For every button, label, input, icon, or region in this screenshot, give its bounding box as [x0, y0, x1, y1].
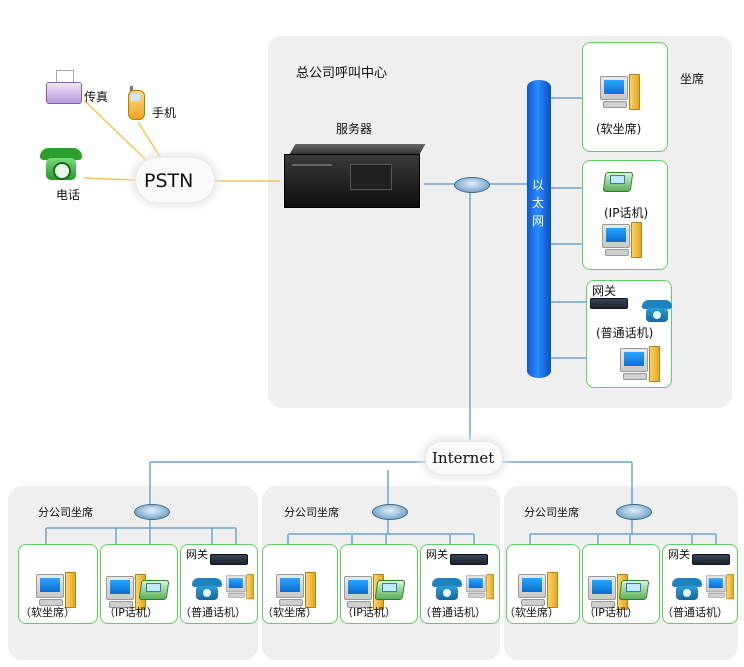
branch-2-soft-label: （软坐席）	[262, 606, 317, 619]
branch-2-ip-label: （IP话机）	[342, 606, 396, 619]
mobile-label: 手机	[152, 106, 177, 120]
computer-icon	[276, 572, 316, 608]
ip-phone-icon	[138, 576, 170, 600]
telephone-icon	[672, 578, 702, 602]
pstn-cloud	[136, 158, 214, 202]
gateway-icon	[210, 554, 248, 565]
fax-icon	[46, 70, 82, 104]
mobile-phone-icon	[126, 86, 146, 120]
ethernet-bus	[527, 80, 551, 378]
seats-label: 坐席	[680, 72, 705, 86]
branch-1-normal-label: （普通话机）	[180, 606, 246, 619]
computer-icon	[518, 572, 558, 608]
branch-1-soft-label: （软坐席）	[20, 606, 75, 619]
gateway-icon	[692, 554, 730, 565]
telephone-icon	[192, 578, 222, 602]
telephone-icon	[40, 148, 82, 182]
computer-icon	[600, 74, 640, 110]
branch-3-gateway-label: 网关	[668, 548, 690, 561]
computer-icon	[226, 574, 254, 600]
pstn-label: PSTN	[144, 170, 194, 192]
branch-1-router-icon	[134, 504, 170, 520]
computer-icon	[706, 574, 734, 600]
gateway-icon	[590, 298, 628, 309]
branch-2-normal-label: （普通话机）	[420, 606, 486, 619]
computer-icon	[602, 222, 642, 258]
computer-icon	[36, 572, 76, 608]
hq-router-icon	[454, 177, 490, 193]
ethernet-label: 以太网	[532, 178, 545, 228]
ip-phone-icon	[618, 576, 650, 600]
internet-label: Internet	[432, 449, 495, 467]
hq-title: 总公司呼叫中心	[296, 66, 388, 81]
branch-2-gateway-label: 网关	[426, 548, 448, 561]
internet-cloud	[426, 442, 502, 474]
branch-1-gateway-label: 网关	[186, 548, 208, 561]
telephone-label: 电话	[56, 188, 81, 202]
telephone-icon	[432, 578, 462, 602]
computer-icon	[620, 346, 660, 382]
hq-ip-phone-label: (IP话机)	[604, 206, 649, 220]
telephone-icon	[642, 300, 672, 324]
branch-1-ip-label: （IP话机）	[104, 606, 158, 619]
branch-3-router-icon	[616, 504, 652, 520]
fax-label: 传真	[84, 90, 109, 104]
branch-2-title: 分公司坐席	[284, 506, 339, 519]
hq-normal-phone-label: (普通话机)	[596, 326, 654, 340]
branch-3-normal-label: （普通话机）	[662, 606, 728, 619]
server-icon	[280, 144, 426, 208]
branch-1-title: 分公司坐席	[38, 506, 93, 519]
gateway-icon	[450, 554, 488, 565]
ip-phone-icon	[602, 168, 634, 192]
branch-3-ip-label: （IP话机）	[584, 606, 638, 619]
hq-soft-seat-label: (软坐席)	[596, 122, 642, 136]
server-label: 服务器	[336, 122, 373, 136]
ip-phone-icon	[374, 576, 406, 600]
branch-3-soft-label: （软坐席）	[504, 606, 559, 619]
branch-3-title: 分公司坐席	[524, 506, 579, 519]
computer-icon	[466, 574, 494, 600]
hq-gateway-label: 网关	[592, 284, 617, 298]
branch-2-router-icon	[372, 504, 408, 520]
